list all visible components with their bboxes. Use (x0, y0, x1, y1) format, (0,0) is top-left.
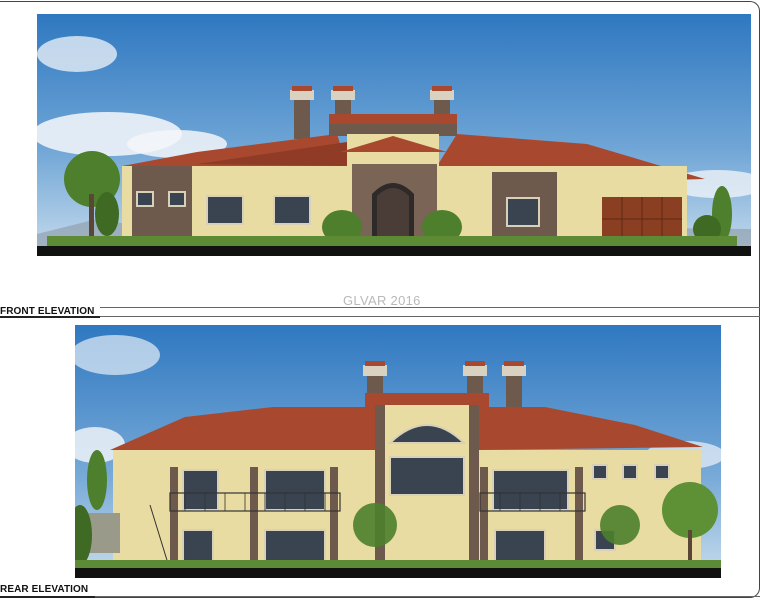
front-elevation-rendering (37, 14, 751, 256)
front-elevation-illustration (37, 14, 751, 256)
front-elevation-rule (100, 307, 760, 308)
front-caption-underline (0, 316, 100, 318)
rear-elevation-rendering (75, 325, 721, 578)
rear-caption-underline (0, 596, 95, 598)
rear-elevation-rule (95, 596, 760, 597)
rear-elevation-caption: REAR ELEVATION (0, 584, 89, 595)
section-divider (100, 316, 760, 317)
front-elevation-caption: FRONT ELEVATION (0, 306, 95, 317)
rear-elevation-illustration (75, 325, 721, 578)
watermark: GLVAR 2016 (343, 293, 421, 308)
